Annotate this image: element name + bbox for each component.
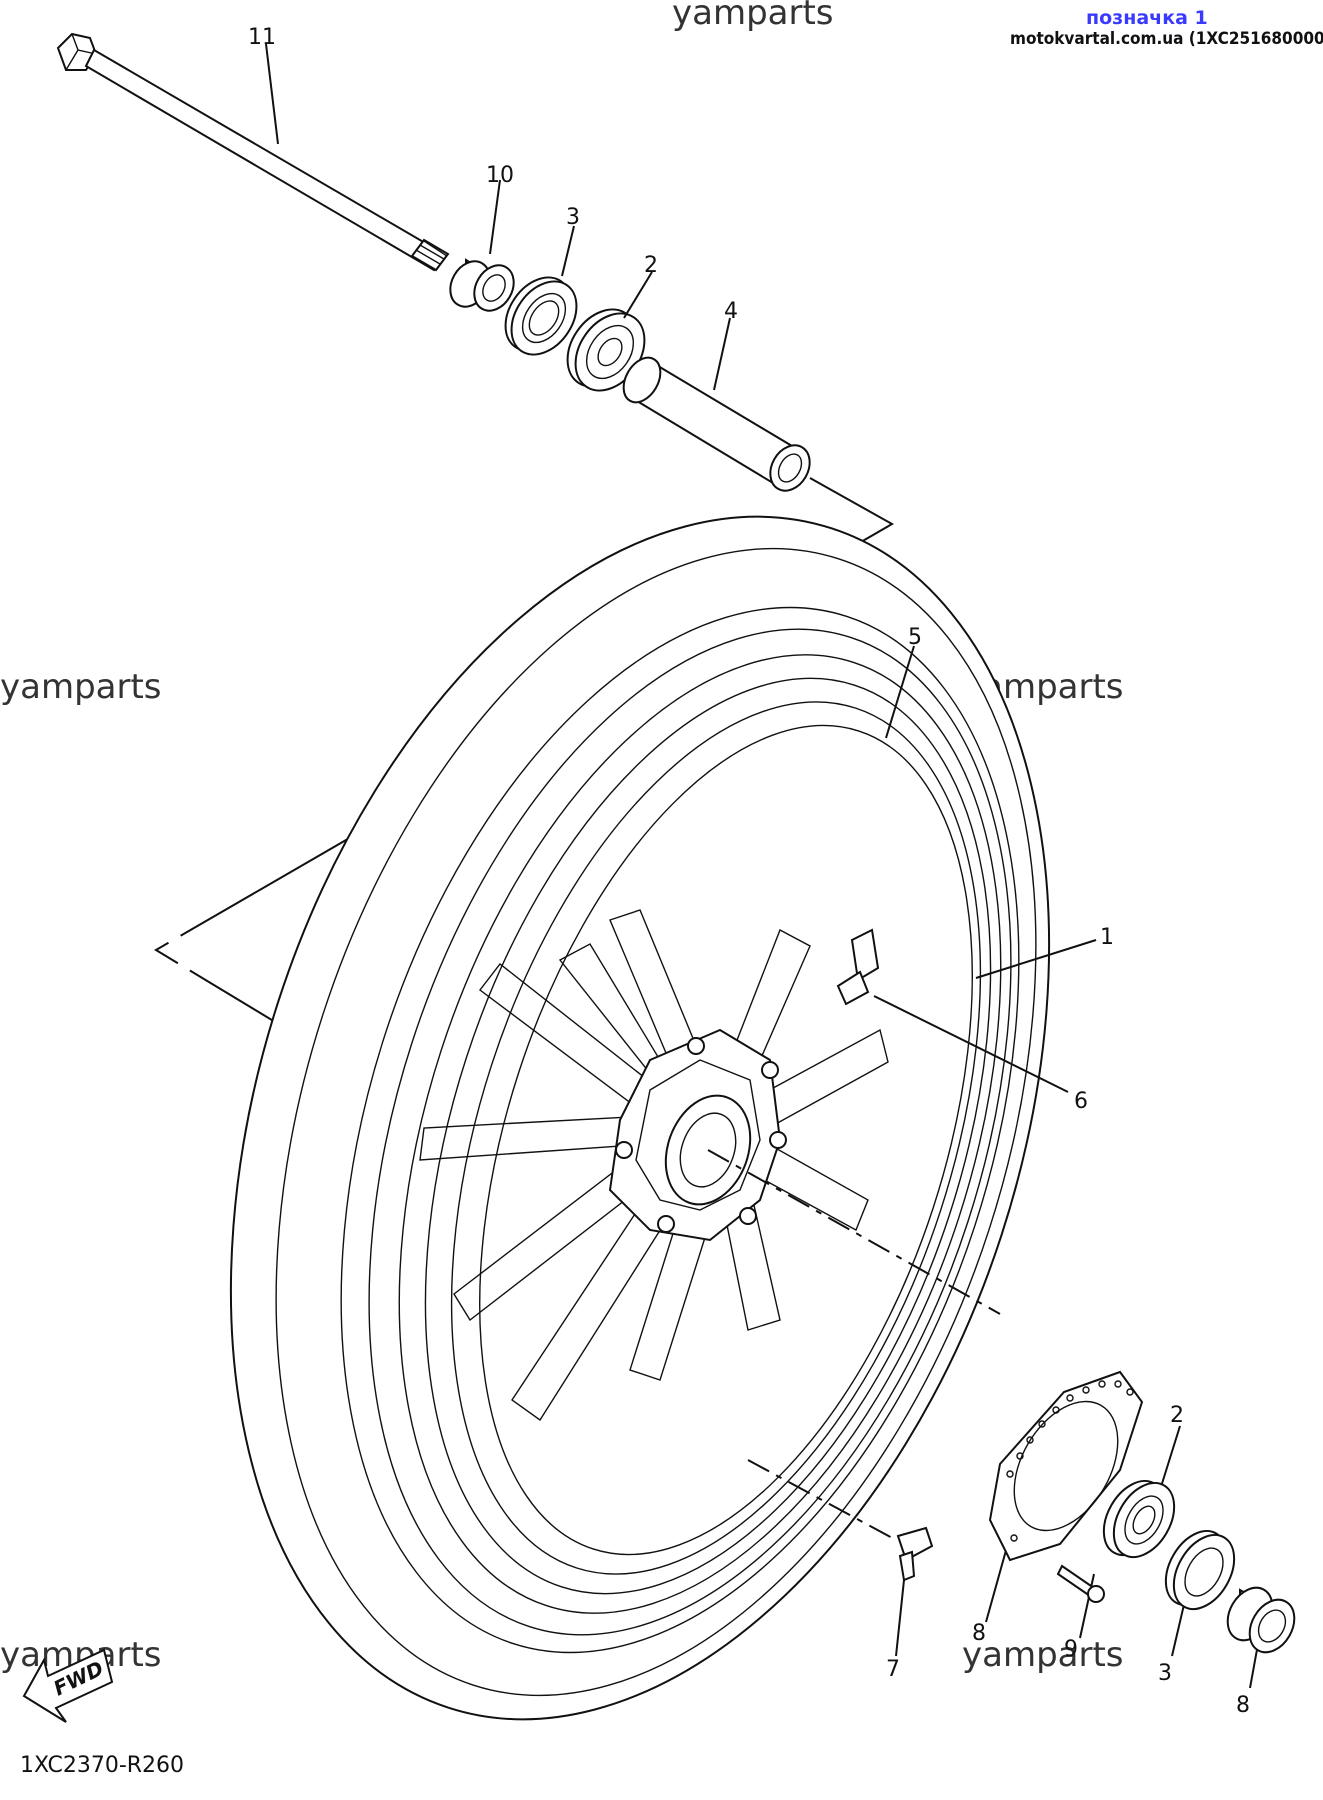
leader-11 — [265, 43, 279, 145]
leader-7 — [895, 1579, 905, 1657]
callout-8: 8 — [972, 1621, 986, 1646]
screw-part — [1056, 1564, 1105, 1603]
collar-part-top — [449, 258, 515, 312]
watermark-left: yamparts — [0, 667, 162, 707]
reference-code: 1XC2370-R260 — [20, 1753, 184, 1778]
leader-2-top — [623, 271, 653, 319]
sensor-rotor-part — [988, 1370, 1144, 1562]
wheel-spokes — [419, 909, 889, 1422]
watermark-bottom-right: yamparts — [962, 1635, 1124, 1675]
callout-3-top: 3 — [566, 205, 580, 230]
leader-4 — [713, 317, 731, 391]
bearing-part-top — [566, 308, 646, 392]
header-subtitle: motokvartal.com.ua (1XC251680000) — [1010, 29, 1323, 49]
callout-9: 9 — [1064, 1637, 1078, 1662]
callout-11: 11 — [248, 25, 276, 50]
callout-7: 7 — [886, 1657, 900, 1682]
callout-8-bottom: 8 — [1236, 1693, 1250, 1718]
assembly-line-weight — [747, 1459, 897, 1541]
leader-3-top — [561, 225, 575, 277]
callout-10: 10 — [486, 163, 514, 188]
leader-5 — [885, 645, 915, 739]
leader-2-bottom — [1159, 1425, 1181, 1491]
callout-5: 5 — [908, 625, 922, 650]
callout-2-top: 2 — [644, 253, 658, 278]
leader-1 — [975, 939, 1097, 979]
header-title: позначка 1 — [1086, 7, 1208, 29]
spacer-part — [622, 356, 811, 492]
assembly-line-lower — [707, 1149, 1001, 1315]
leader-6 — [873, 995, 1069, 1093]
leader-10 — [489, 179, 501, 255]
callout-2-bottom: 2 — [1170, 1403, 1184, 1428]
watermark-top: yamparts — [672, 0, 834, 33]
callout-3-bottom: 3 — [1158, 1661, 1172, 1686]
callout-6: 6 — [1074, 1089, 1088, 1114]
callout-4: 4 — [724, 299, 738, 324]
oil-seal-part-bottom — [1164, 1530, 1236, 1610]
wheel-assembly — [229, 515, 1051, 1721]
bearing-part-bottom — [1102, 1480, 1176, 1558]
callout-1: 1 — [1100, 925, 1114, 950]
valve-part — [836, 928, 880, 1006]
wheel-hub — [608, 1028, 787, 1242]
leader-9 — [1079, 1573, 1095, 1639]
balance-weight-part — [896, 1526, 934, 1582]
collar-part-bottom — [1226, 1586, 1296, 1654]
axle-part — [56, 32, 450, 272]
cast-wheel-part — [340, 606, 1020, 1654]
oil-seal-part-top — [504, 276, 578, 356]
